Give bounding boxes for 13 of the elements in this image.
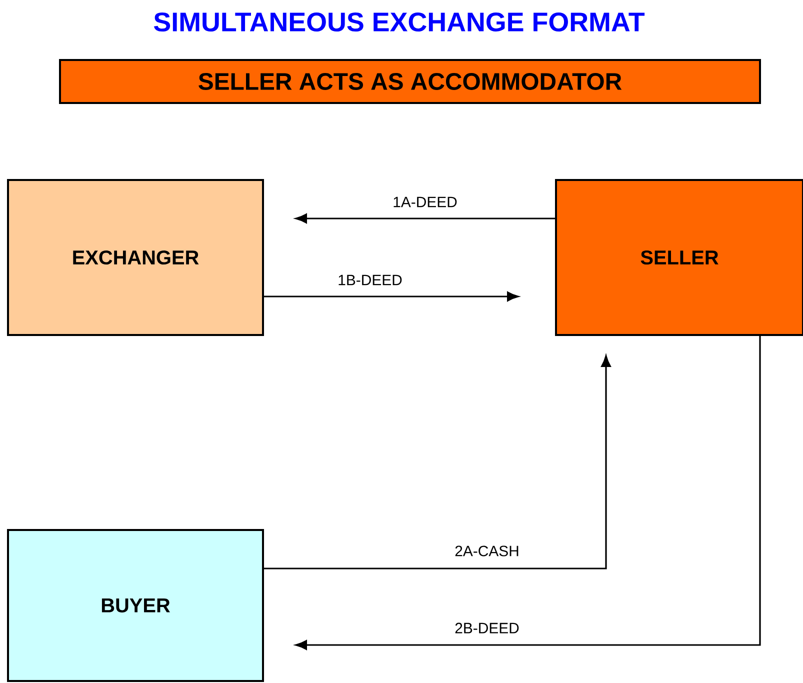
process-box: EXCHANGER (7, 179, 264, 336)
process-box: SELLER (555, 179, 803, 336)
edge-label: 1B-DEED (336, 274, 404, 286)
title: SIMULTANEOUS EXCHANGE FORMAT (154, 12, 645, 32)
arrow (295, 214, 555, 224)
process-box: BUYER (7, 529, 264, 682)
edge-label: 2B-DEED (454, 622, 520, 634)
arrow (264, 292, 519, 302)
edge-label: 2A-CASH (454, 544, 520, 558)
arrow (295, 336, 761, 650)
banner-box: SELLER ACTS AS ACCOMMODATOR (59, 59, 761, 104)
arrow (264, 355, 611, 570)
edge-label: 1A-DEED (392, 196, 458, 208)
